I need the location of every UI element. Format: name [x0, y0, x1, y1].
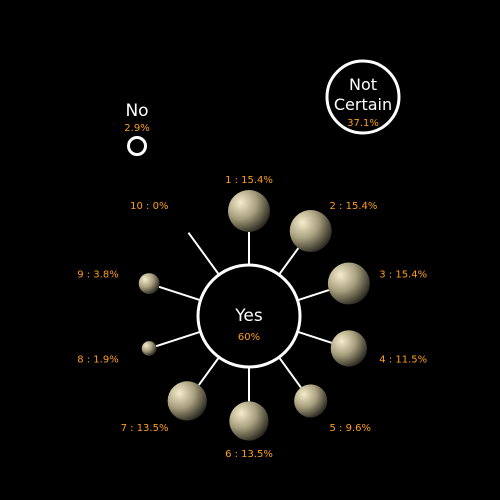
breakdown-label-5: 5 : 9.6% — [330, 423, 372, 434]
breakdown-bubble-2 — [289, 210, 332, 253]
breakdown-label-10: 10 : 0% — [130, 201, 168, 212]
breakdown-spoke-8 — [155, 331, 200, 348]
breakdown-bubble-3 — [327, 262, 370, 305]
breakdown-label-2: 2 : 15.4% — [330, 201, 378, 212]
answer-not-certain-label-line-2: Certain — [334, 95, 392, 114]
breakdown-spoke-7 — [198, 357, 220, 386]
breakdown-spoke-2 — [278, 247, 300, 275]
breakdown-spoke-9 — [158, 285, 200, 301]
breakdown-label-3: 3 : 15.4% — [379, 270, 427, 281]
breakdown-bubble-7 — [167, 381, 207, 421]
answer-no-circle — [127, 136, 147, 156]
answer-not-certain-percent: 37.1% — [347, 118, 379, 129]
answer-no-label: No — [125, 101, 148, 121]
breakdown-spoke-10 — [187, 232, 220, 275]
breakdown-label-6: 6 : 13.5% — [225, 449, 273, 460]
answer-not-certain-label-line-1: Not — [349, 75, 377, 94]
answer-yes: Yes 60% — [196, 263, 302, 369]
breakdown-label-1: 1 : 15.4% — [225, 175, 273, 186]
breakdown-spoke-4 — [298, 331, 332, 344]
breakdown-spoke-3 — [298, 289, 330, 301]
answer-yes-label: Yes — [234, 306, 263, 326]
breakdown-bubble-1 — [228, 190, 270, 232]
answer-no: No 2.9% — [124, 101, 150, 156]
yes-breakdown: 1 : 15.4% 2 : 15.4% 3 : 15.4% 4 : 11.5% 5 : … — [77, 175, 427, 460]
breakdown-spoke-5 — [278, 357, 302, 389]
breakdown-label-7: 7 : 13.5% — [121, 423, 169, 434]
breakdown-bubble-5 — [294, 384, 328, 418]
breakdown-bubble-9 — [138, 273, 160, 294]
answer-not-certain: Not Certain 37.1% — [325, 59, 401, 135]
breakdown-label-8: 8 : 1.9% — [77, 354, 119, 365]
breakdown-label-4: 4 : 11.5% — [379, 354, 427, 365]
answer-no-percent: 2.9% — [124, 123, 149, 134]
answer-yes-circle — [196, 263, 302, 369]
breakdown-bubble-8 — [141, 341, 157, 356]
breakdown-bubble-4 — [330, 330, 368, 367]
answer-not-certain-circle — [325, 59, 401, 135]
breakdown-label-9: 9 : 3.8% — [77, 270, 119, 281]
answer-yes-percent: 60% — [238, 332, 260, 343]
breakdown-bubble-6 — [229, 401, 269, 441]
